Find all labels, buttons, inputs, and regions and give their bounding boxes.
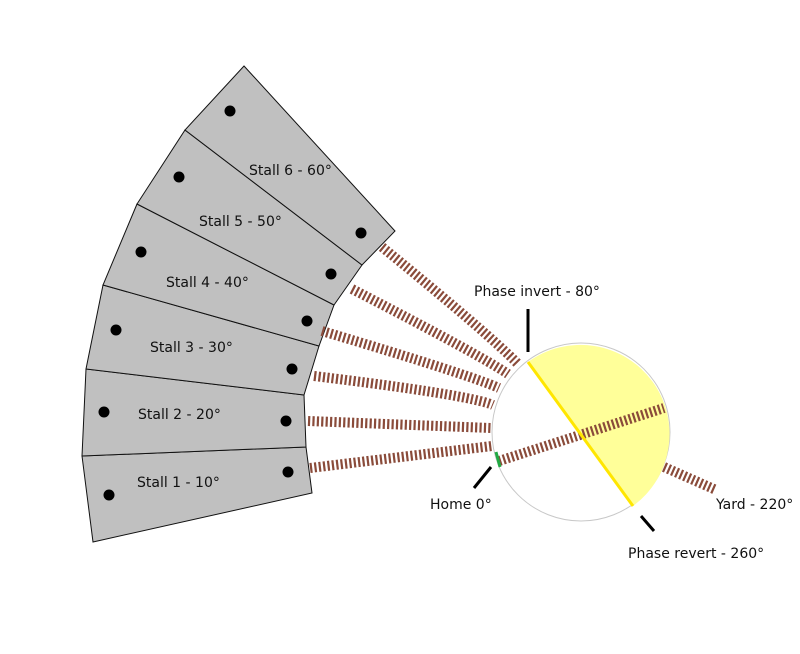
phase-revert-pointer xyxy=(639,515,656,532)
phase-line xyxy=(526,361,635,507)
turntable[interactable] xyxy=(491,342,671,522)
stall-6 xyxy=(184,65,396,266)
stall-6-dot xyxy=(224,105,236,117)
home-marker xyxy=(494,451,502,468)
stall-4-track xyxy=(320,326,502,393)
stall-2-track xyxy=(307,416,492,433)
stall-3-dot xyxy=(286,363,298,375)
stall-3-dot xyxy=(110,324,122,336)
yard-track xyxy=(661,462,719,495)
stall-label: Stall 3 - 30° xyxy=(150,340,233,356)
stall-label: Stall 5 - 50° xyxy=(199,214,282,230)
stall-6-dot xyxy=(355,227,367,239)
stall-4-dot xyxy=(301,315,313,327)
stall-label: Stall 6 - 60° xyxy=(249,163,332,179)
yard-label: Yard - 220° xyxy=(715,497,793,513)
stall-1-dot xyxy=(282,466,294,478)
stall-3-track xyxy=(313,371,495,410)
phase-revert-label: Phase revert - 260° xyxy=(628,546,764,562)
stall-1 xyxy=(81,446,313,543)
home-pointer xyxy=(472,466,493,489)
tracks xyxy=(307,243,719,495)
stall-labels: Stall 1 - 10° Stall 2 - 20° Stall 3 - 30… xyxy=(137,163,332,491)
stall-label: Stall 2 - 20° xyxy=(138,407,221,423)
stall-dots xyxy=(98,105,367,501)
stall-5-track xyxy=(349,284,511,379)
stall-1-track xyxy=(309,441,493,473)
phase-invert-label: Phase invert - 80° xyxy=(474,284,600,300)
stall-6-track xyxy=(378,243,522,368)
stall-5-dot xyxy=(325,268,337,280)
stall-1-dot xyxy=(103,489,115,501)
stalls xyxy=(81,65,396,543)
stall-5-dot xyxy=(173,171,185,183)
stall-2-dot xyxy=(98,406,110,418)
stall-4-dot xyxy=(135,246,147,258)
stall-label: Stall 1 - 10° xyxy=(137,475,220,491)
home-label: Home 0° xyxy=(430,497,492,513)
stall-label: Stall 4 - 40° xyxy=(166,275,249,291)
stall-2-dot xyxy=(280,415,292,427)
